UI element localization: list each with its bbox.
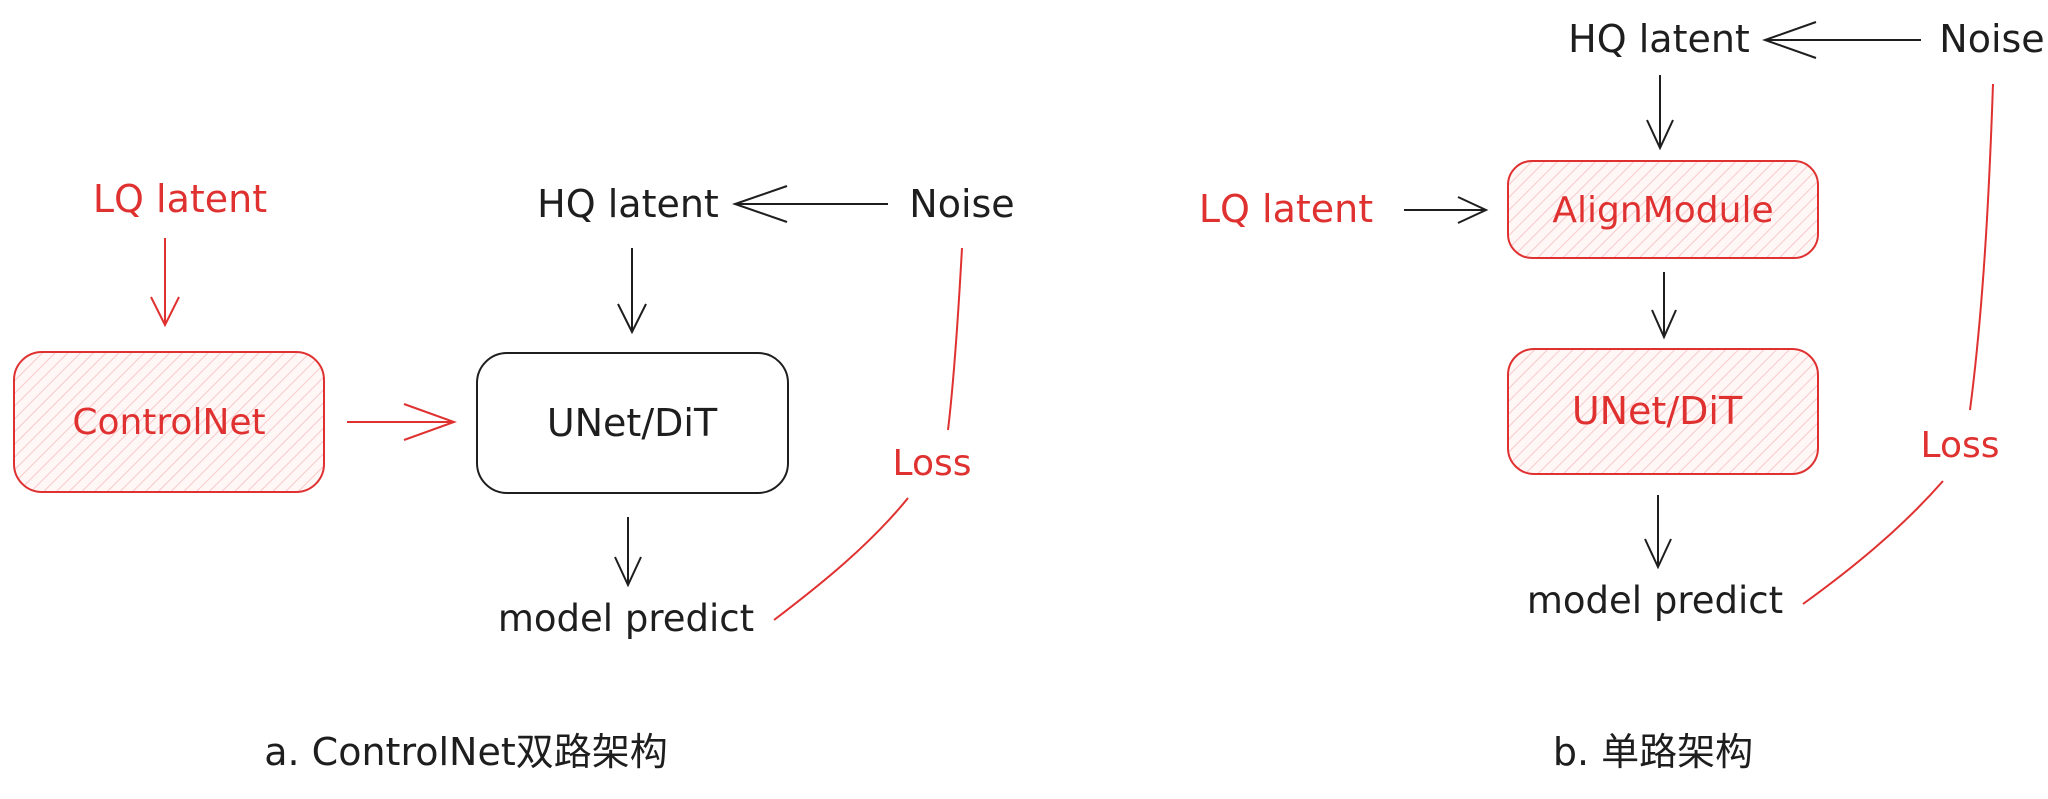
panel-b-arrow-lq-to-align	[1404, 196, 1489, 224]
panel-a-hq-latent-label: HQ latent	[537, 182, 719, 226]
panel-a-arrow-controlnet-to-unet	[347, 403, 457, 441]
panel-b-loss-label: Loss	[1921, 425, 2000, 466]
panel-b-loss-curve-bottom	[1802, 480, 1944, 605]
panel-a-loss-curve-top	[947, 247, 963, 431]
panel-a-arrow-lq-to-controlnet	[150, 238, 180, 328]
panel-b-arrow-noise-to-hq	[1761, 21, 1921, 59]
panel-b-arrow-unet-to-predict	[1644, 495, 1672, 570]
panel-a-noise-label: Noise	[909, 182, 1014, 226]
panel-a-arrow-hq-to-unet	[617, 248, 647, 335]
panel-a-lq-latent-label: LQ latent	[93, 177, 267, 221]
panel-a-loss-curve-bottom	[773, 497, 909, 621]
panel-b-arrow-hq-to-align	[1646, 75, 1674, 151]
panel-a-controlnet-label: ControlNet	[72, 402, 265, 443]
panel-b-loss-curve-top	[1969, 83, 1994, 411]
panel-a-unet-dit-label: UNet/DiT	[547, 401, 718, 445]
panel-a-loss-label: Loss	[893, 443, 972, 484]
panel-b-caption: b. 单路架构	[1553, 730, 1753, 774]
panel-a-unet-dit-box	[476, 352, 789, 494]
panel-b-model-predict-label: model predict	[1527, 579, 1783, 622]
panel-a-controlnet-box	[13, 351, 325, 493]
panel-a: LQ latent ControlNet HQ latent Noise	[13, 177, 1015, 774]
panel-b-noise-label: Noise	[1939, 17, 2044, 61]
panel-a-caption: a. ControlNet双路架构	[264, 730, 668, 774]
panel-a-model-predict-label: model predict	[498, 597, 754, 640]
panel-b-hq-latent-label: HQ latent	[1568, 17, 1750, 61]
panel-b: HQ latent Noise LQ latent AlignModule	[1199, 17, 2045, 774]
panel-b-unet-dit-label: UNet/DiT	[1572, 389, 1743, 433]
panel-b-lq-latent-label: LQ latent	[1199, 187, 1373, 231]
panel-b-alignmodule-box	[1507, 160, 1819, 259]
panel-a-arrow-noise-to-hq	[731, 185, 888, 223]
panel-b-arrow-align-to-unet	[1651, 272, 1677, 340]
panel-b-unet-dit-box	[1507, 348, 1819, 475]
panel-b-alignmodule-label: AlignModule	[1552, 190, 1773, 231]
panel-a-arrow-unet-to-predict	[614, 517, 642, 588]
